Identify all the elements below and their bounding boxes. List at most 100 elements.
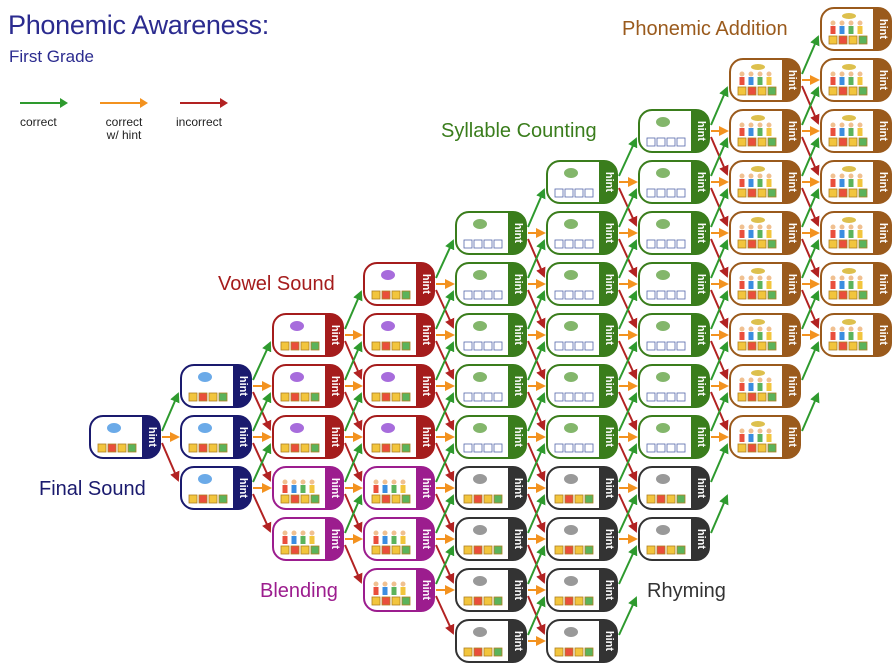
hint-tab-label[interactable]: hint	[603, 427, 615, 447]
activity-node-add[interactable]: hint	[729, 415, 801, 459]
choice-tiles[interactable]	[371, 545, 411, 555]
activity-node-add[interactable]: hint	[820, 7, 892, 51]
hint-tab-label[interactable]: hint	[695, 427, 707, 447]
hint-tab-label[interactable]: hint	[603, 529, 615, 549]
choice-tiles[interactable]	[280, 443, 320, 453]
activity-node-blend[interactable]: hint	[363, 568, 435, 612]
activity-node-syll[interactable]: hint	[638, 211, 710, 255]
choice-tiles[interactable]	[737, 341, 777, 351]
choice-tiles[interactable]	[463, 341, 503, 351]
activity-node-syll[interactable]: hint	[546, 160, 618, 204]
activity-node-add[interactable]: hint	[820, 109, 892, 153]
choice-tiles[interactable]	[280, 545, 320, 555]
hint-tab-label[interactable]: hint	[603, 580, 615, 600]
activity-node-vowel[interactable]: hint	[363, 364, 435, 408]
choice-tiles[interactable]	[828, 86, 868, 96]
activity-node-add[interactable]: hint	[820, 58, 892, 102]
choice-tiles[interactable]	[737, 239, 777, 249]
hint-tab-label[interactable]: hint	[420, 376, 432, 396]
choice-tiles[interactable]	[646, 290, 686, 300]
choice-tiles[interactable]	[371, 494, 411, 504]
choice-tiles[interactable]	[737, 290, 777, 300]
hint-tab-label[interactable]: hint	[695, 274, 707, 294]
choice-tiles[interactable]	[463, 545, 503, 555]
hint-tab-label[interactable]: hint	[786, 223, 798, 243]
activity-node-syll[interactable]: hint	[455, 364, 527, 408]
hint-tab-label[interactable]: hint	[877, 223, 889, 243]
choice-tiles[interactable]	[371, 290, 411, 300]
hint-tab-label[interactable]: hint	[786, 325, 798, 345]
hint-tab-label[interactable]: hint	[695, 478, 707, 498]
activity-node-add[interactable]: hint	[820, 160, 892, 204]
activity-node-add[interactable]: hint	[729, 211, 801, 255]
hint-tab-label[interactable]: hint	[420, 529, 432, 549]
hint-tab-label[interactable]: hint	[603, 274, 615, 294]
choice-tiles[interactable]	[97, 443, 137, 453]
choice-tiles[interactable]	[463, 239, 503, 249]
hint-tab-label[interactable]: hint	[512, 631, 524, 651]
hint-tab-label[interactable]: hint	[786, 274, 798, 294]
hint-tab-label[interactable]: hint	[786, 172, 798, 192]
hint-tab-label[interactable]: hint	[420, 274, 432, 294]
choice-tiles[interactable]	[646, 137, 686, 147]
choice-tiles[interactable]	[646, 239, 686, 249]
activity-node-final[interactable]: hint	[180, 364, 252, 408]
activity-node-syll[interactable]: hint	[638, 415, 710, 459]
choice-tiles[interactable]	[737, 188, 777, 198]
activity-node-final[interactable]: hint	[89, 415, 161, 459]
hint-tab-label[interactable]: hint	[512, 580, 524, 600]
activity-node-rhyme[interactable]: hint	[638, 517, 710, 561]
choice-tiles[interactable]	[280, 392, 320, 402]
activity-node-add[interactable]: hint	[729, 58, 801, 102]
activity-node-rhyme[interactable]: hint	[455, 517, 527, 561]
hint-tab-label[interactable]: hint	[329, 478, 341, 498]
choice-tiles[interactable]	[554, 188, 594, 198]
choice-tiles[interactable]	[828, 239, 868, 249]
choice-tiles[interactable]	[737, 86, 777, 96]
hint-tab-label[interactable]: hint	[695, 529, 707, 549]
activity-node-syll[interactable]: hint	[638, 262, 710, 306]
hint-tab-label[interactable]: hint	[695, 121, 707, 141]
activity-node-blend[interactable]: hint	[272, 466, 344, 510]
activity-node-syll[interactable]: hint	[546, 262, 618, 306]
choice-tiles[interactable]	[737, 443, 777, 453]
hint-tab-label[interactable]: hint	[512, 529, 524, 549]
hint-tab-label[interactable]: hint	[512, 274, 524, 294]
choice-tiles[interactable]	[463, 392, 503, 402]
choice-tiles[interactable]	[463, 494, 503, 504]
choice-tiles[interactable]	[554, 494, 594, 504]
activity-node-vowel[interactable]: hint	[363, 262, 435, 306]
hint-tab-label[interactable]: hint	[695, 325, 707, 345]
activity-node-vowel[interactable]: hint	[272, 415, 344, 459]
hint-tab-label[interactable]: hint	[695, 376, 707, 396]
activity-node-rhyme[interactable]: hint	[546, 517, 618, 561]
activity-node-add[interactable]: hint	[729, 109, 801, 153]
activity-node-add[interactable]: hint	[820, 262, 892, 306]
activity-node-syll[interactable]: hint	[638, 313, 710, 357]
activity-node-syll[interactable]: hint	[546, 211, 618, 255]
activity-node-rhyme[interactable]: hint	[638, 466, 710, 510]
hint-tab-label[interactable]: hint	[877, 325, 889, 345]
choice-tiles[interactable]	[188, 494, 228, 504]
choice-tiles[interactable]	[646, 494, 686, 504]
choice-tiles[interactable]	[646, 188, 686, 198]
choice-tiles[interactable]	[188, 392, 228, 402]
activity-node-blend[interactable]: hint	[363, 466, 435, 510]
activity-node-syll[interactable]: hint	[455, 415, 527, 459]
choice-tiles[interactable]	[828, 290, 868, 300]
choice-tiles[interactable]	[371, 341, 411, 351]
hint-tab-label[interactable]: hint	[603, 325, 615, 345]
choice-tiles[interactable]	[554, 443, 594, 453]
activity-node-vowel[interactable]: hint	[363, 415, 435, 459]
hint-tab-label[interactable]: hint	[877, 70, 889, 90]
choice-tiles[interactable]	[188, 443, 228, 453]
choice-tiles[interactable]	[737, 392, 777, 402]
activity-node-syll[interactable]: hint	[455, 313, 527, 357]
hint-tab-label[interactable]: hint	[237, 478, 249, 498]
activity-node-syll[interactable]: hint	[638, 109, 710, 153]
choice-tiles[interactable]	[554, 392, 594, 402]
hint-tab-label[interactable]: hint	[420, 427, 432, 447]
choice-tiles[interactable]	[554, 596, 594, 606]
activity-node-rhyme[interactable]: hint	[546, 568, 618, 612]
hint-tab-label[interactable]: hint	[512, 223, 524, 243]
